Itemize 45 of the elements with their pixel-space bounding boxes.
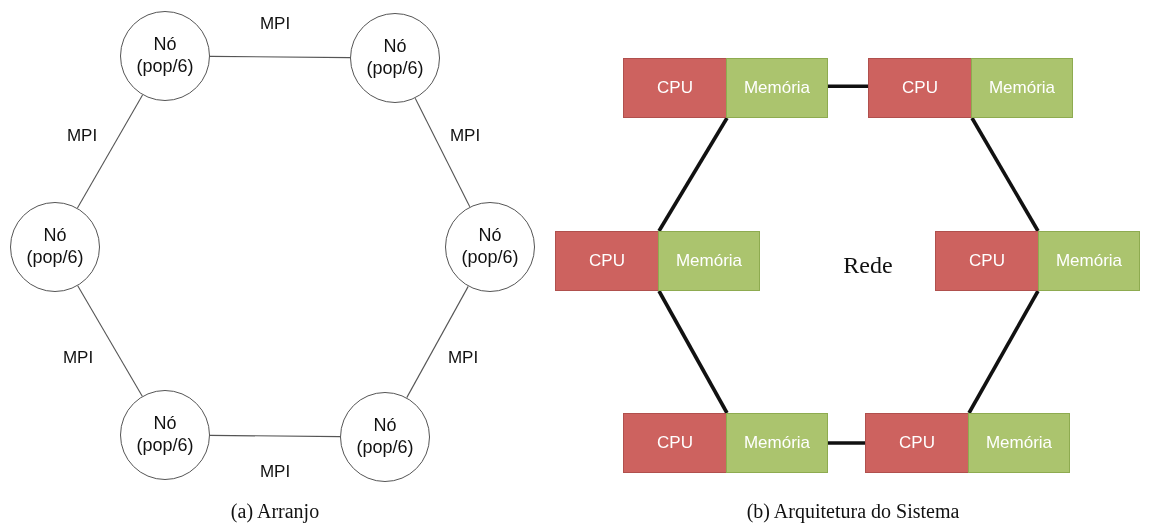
- cpu-block: [868, 58, 972, 118]
- memory-block: [726, 413, 828, 473]
- connector-line: [970, 117, 1040, 232]
- connector-line: [657, 117, 729, 232]
- node-label: Nó (pop/6): [135, 413, 195, 457]
- block-label: Memória: [743, 78, 811, 98]
- connector-line: [209, 434, 341, 438]
- network-label: Rede: [843, 251, 893, 279]
- node-label: Nó (pop/6): [135, 34, 195, 78]
- connector-line: [77, 285, 143, 397]
- node-label: Nó (pop/6): [25, 225, 85, 269]
- cpu-block: [555, 231, 659, 291]
- node-label: Nó (pop/6): [365, 36, 425, 80]
- cpu-block: [623, 413, 727, 473]
- connector-line: [967, 290, 1040, 414]
- connector-line: [76, 94, 144, 209]
- cpu-block: [935, 231, 1039, 291]
- memory-block: [968, 413, 1070, 473]
- connector-line: [657, 290, 729, 414]
- block-label: Memória: [1055, 251, 1123, 271]
- connector-line: [414, 97, 471, 208]
- node-label: Nó (pop/6): [460, 225, 520, 269]
- block-label: Memória: [675, 251, 743, 271]
- connector-line: [828, 84, 868, 88]
- block-label: Memória: [743, 433, 811, 453]
- connector-line: [828, 441, 865, 445]
- node-label: Nó (pop/6): [355, 415, 415, 459]
- memory-block: [726, 58, 828, 118]
- block-label: CPU: [969, 251, 1005, 271]
- memory-block: [971, 58, 1073, 118]
- memory-block: [1038, 231, 1140, 291]
- block-label: Memória: [985, 433, 1053, 453]
- block-label: CPU: [589, 251, 625, 271]
- block-label: CPU: [657, 433, 693, 453]
- connector-line: [406, 285, 469, 399]
- connector-line: [209, 55, 351, 59]
- block-label: Memória: [988, 78, 1056, 98]
- cpu-block: [865, 413, 969, 473]
- block-label: CPU: [657, 78, 693, 98]
- subfigure-caption: (b) Arquitetura do Sistema: [746, 499, 960, 523]
- block-label: CPU: [899, 433, 935, 453]
- cpu-block: [623, 58, 727, 118]
- subfigure-caption: (a) Arranjo: [230, 499, 320, 523]
- memory-block: [658, 231, 760, 291]
- block-label: CPU: [902, 78, 938, 98]
